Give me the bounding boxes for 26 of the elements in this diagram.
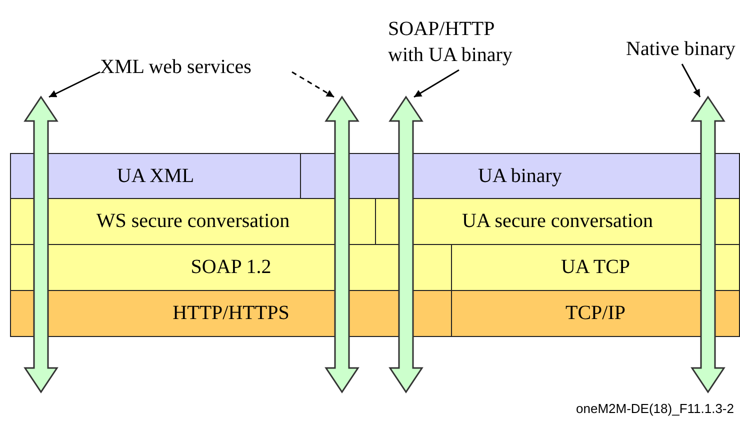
protocol-layer-box (375, 198, 740, 245)
double-arrow (692, 97, 724, 392)
leader-arrow (414, 69, 460, 98)
leader-arrow (48, 71, 100, 98)
callout-text: Native binary (626, 36, 738, 64)
layer-label: UA binary (478, 164, 562, 188)
layer-label: WS secure conversation (96, 210, 290, 233)
double-arrow (25, 97, 57, 392)
layer-label: UA XML (116, 164, 194, 188)
layer-label: UA secure conversation (462, 210, 654, 233)
protocol-layer-box (10, 290, 452, 337)
leader-arrow (292, 71, 334, 98)
protocol-layer-box (451, 290, 740, 337)
double-arrow (390, 97, 422, 392)
figure-id-caption: oneM2M-DE(18)_F11.1.3-2 (576, 401, 734, 416)
callout-text: XML web services (100, 54, 292, 82)
protocol-layer-box (451, 244, 740, 291)
callout-text: SOAP/HTTP with UA binary (388, 16, 530, 70)
double-arrow (326, 97, 358, 392)
layer-label: HTTP/HTTPS (172, 302, 290, 325)
protocol-layer-box (10, 153, 301, 199)
layer-label: SOAP 1.2 (190, 256, 272, 279)
layer-label: UA TCP (560, 256, 630, 279)
layer-label: TCP/IP (565, 302, 626, 325)
protocol-layer-box (10, 198, 376, 245)
leader-arrow (681, 64, 701, 98)
